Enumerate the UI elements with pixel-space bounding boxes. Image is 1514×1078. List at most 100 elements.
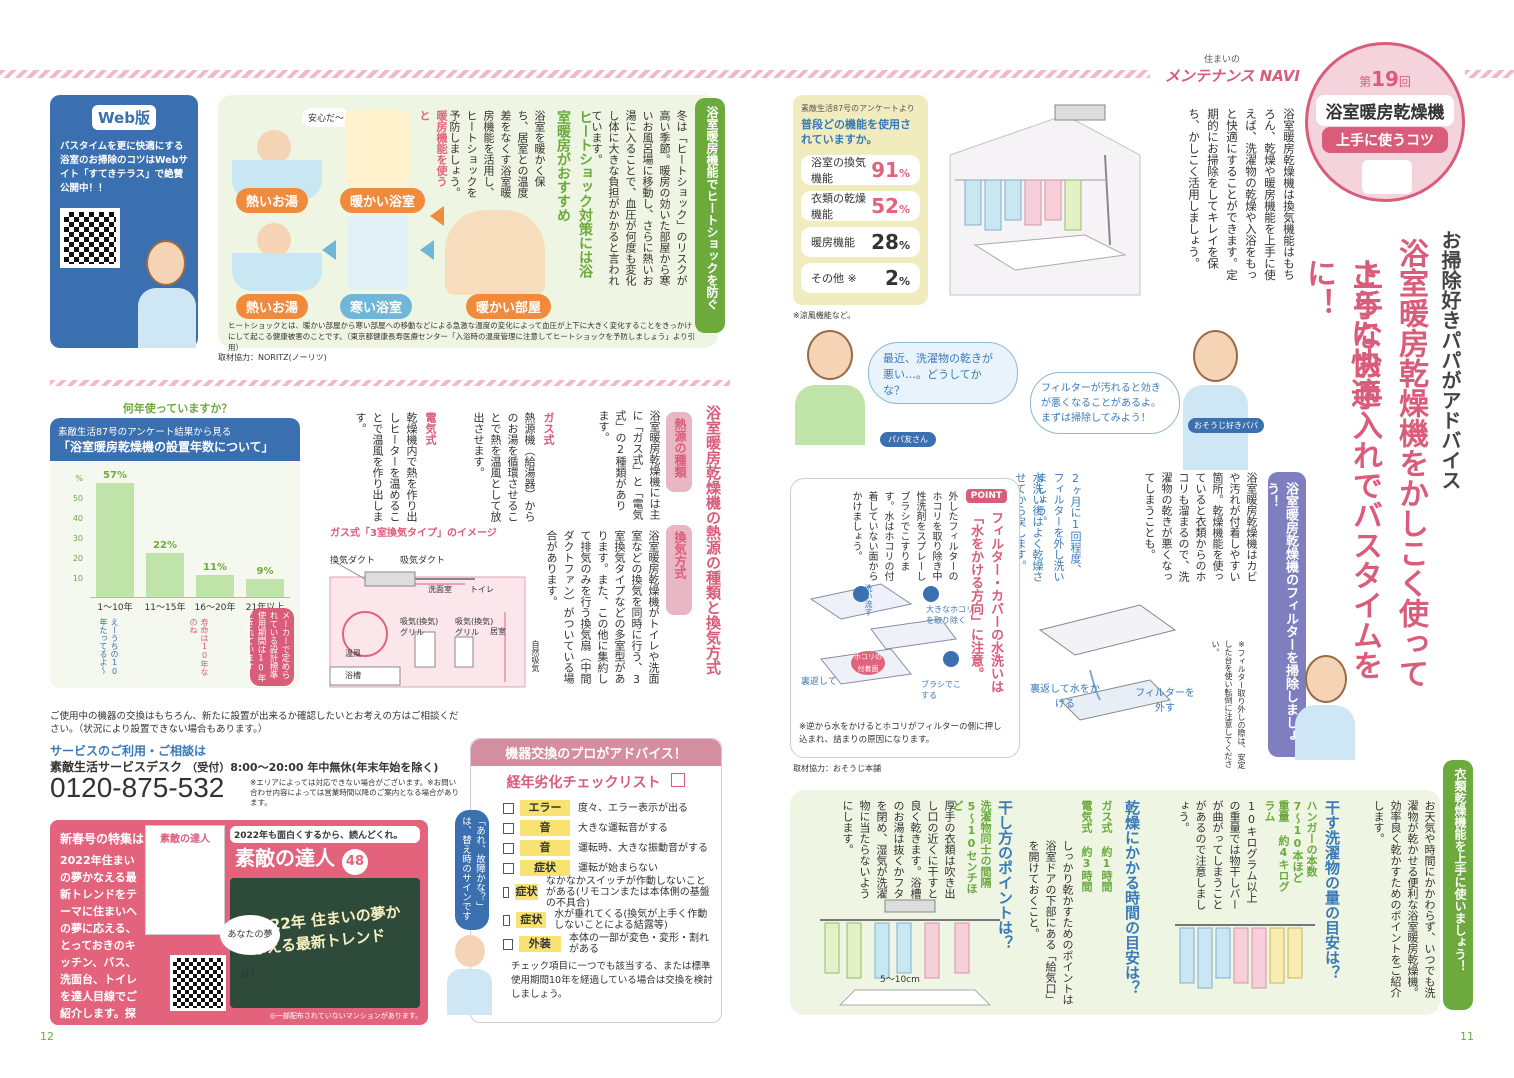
cold-bathroom-illustration: [348, 215, 408, 290]
checklist-item: 音運転時、大きな振動音がする: [503, 838, 713, 858]
chart-x-tick: 16〜20年: [194, 603, 236, 613]
pro-title: 機器交換のプロがアドバイス！: [471, 739, 721, 766]
filter-section-tab: 浴室暖房乾燥機のフィルターを掃除しましょう！: [1264, 472, 1306, 757]
gas-heading: ガス式: [542, 412, 555, 445]
survey-item-label: 浴室の換気機能: [811, 156, 866, 185]
checkbox[interactable]: [503, 886, 510, 898]
lead-big-1: 浴室暖房乾燥機をかしこく使って: [1393, 238, 1428, 688]
ad-series: 素敵の達人: [235, 846, 335, 870]
survey-item-value: 28%: [871, 230, 910, 254]
survey-note: ※涼風機能など。: [793, 311, 856, 320]
dust-side-badge: ホコリの付着面: [851, 651, 885, 675]
survey-source: 素敵生活87号のアンケートより: [801, 104, 915, 113]
checklist-item: エラー度々、エラー表示が出る: [503, 798, 713, 818]
section-divider: [50, 380, 730, 386]
hang-title: 干し方のポイントは？: [996, 800, 1014, 950]
point-box: POINT フィルター・カバーの水洗いは「水をかける方向」に注意。 外したフィル…: [790, 478, 1020, 758]
time-text: しっかり乾かすためのポイントは浴室ドアの下部にある「給気口」を開けておくこと。: [1027, 840, 1074, 1005]
survey-item-label: 衣類の乾燥機能: [811, 192, 866, 221]
diagram-bathtub: 浴槽: [345, 671, 361, 680]
checkbox[interactable]: [503, 862, 514, 874]
checklist-item: 外装本体の一部が変色・変形・割れがある: [503, 933, 713, 955]
hanging-clothes-illustration-2: [815, 895, 1005, 1010]
types-tab-heat-source: 熱源の種類: [666, 412, 692, 492]
lead-big-3: さらに快適に！: [1301, 258, 1380, 408]
checkbox[interactable]: [503, 842, 514, 854]
amount-bullet-2: 重量 約4キログラム: [1263, 800, 1290, 892]
papa-speech-bubble: フィルターが汚れると効きが悪くなることがあるよ。まずは掃除してみよう！: [1030, 372, 1180, 434]
ventilation-text: 浴室暖房乾燥機がトイレや洗面室などの換気を同時に行う、3室換気タイプなどの多室型…: [545, 530, 660, 686]
point-title: フィルター・カバーの水洗いは「水をかける方向」に注意。: [968, 511, 1003, 693]
survey-value-unit: %: [898, 203, 910, 216]
warm-room-illustration: [445, 210, 545, 295]
diagram-grill-2: 吸気(換気)グリル: [455, 617, 494, 637]
clothes-rack-icon: [1175, 924, 1315, 989]
ad-qr-code[interactable]: [170, 955, 226, 1011]
episode-number: 第19回: [1359, 67, 1411, 91]
checklist-footer: チェック項目に一つでも該当する、または標準使用期間10年を経過している場合は交換…: [511, 961, 713, 1000]
filter-bullet-1: 2ヶ月に1回程度、フィルターを外し洗いましょう。: [1035, 472, 1082, 582]
survey-value-unit: %: [898, 239, 910, 252]
checklist-text: 水が垂れてくる(換気が上手く作動しないことによる結露等): [554, 909, 708, 931]
bathroom-drying-illustration: [949, 104, 1141, 296]
episode-subtitle: 上手に使うコツ: [1322, 127, 1448, 153]
checkbox[interactable]: [503, 914, 511, 926]
chart-data-label: 22%: [153, 540, 177, 551]
bathroom-illustration: [945, 95, 1145, 305]
diagram-washroom: 洗面室: [428, 585, 452, 594]
filter-text: 浴室暖房乾燥機はカビや汚れが付着しやすい箇所。乾燥機能を使っていると衣類からのホ…: [1143, 472, 1258, 582]
drying-intro: お天気や時間にかかわらず、いつでも洗濯物が乾かせる便利な浴室暖房乾燥機。効率良く…: [1372, 800, 1436, 998]
label-cold-bathroom: 寒い浴室: [340, 294, 413, 319]
bath-hot-illustration: [232, 218, 322, 293]
checkbox[interactable]: [503, 802, 514, 814]
chart-bar: [96, 483, 134, 597]
chart-data-label: 57%: [103, 470, 127, 481]
ventilation-diagram-svg: [329, 561, 526, 688]
chart-data-label: 9%: [256, 566, 274, 577]
hang-measure-label: 5〜10cm: [880, 975, 920, 985]
checklist-title: 経年劣化チェックリスト: [506, 775, 661, 791]
types-text: 浴室暖房乾燥機には主に「ガス式」と「電気式」の2種類があります。: [597, 410, 661, 520]
survey-value-number: 2: [885, 266, 899, 290]
survey-value-number: 52: [871, 194, 899, 218]
service-hours: （受付）8:00〜20:00 年中無休(年末年始を除く): [186, 761, 439, 774]
diagram-title: ガス式「3室換気タイプ」のイメージ: [330, 528, 497, 539]
technician-illustration: [447, 935, 492, 1015]
arrow-left-orange-icon: [430, 206, 444, 226]
chart-y-tick: 20: [72, 554, 83, 563]
heat-shock-subtext: 浴室を暖かく保ち、居室との温度差をなくす浴室暖房機能を活用し、ヒートショックを予…: [448, 110, 546, 198]
types-title: 浴室暖房乾燥機の熱源の種類と換気方式: [704, 405, 722, 675]
hang-text: 厚手の衣類は吹き出し口の近くに干すと良く乾きます。浴槽のお湯は抜くかフタを閉め、…: [841, 800, 956, 899]
step-3-label: 洗い流す: [864, 584, 873, 616]
step-back-label: 裏返して: [801, 677, 837, 687]
lead-big-2: 上手なお手入れでバスタイムを: [1347, 260, 1382, 680]
bubble-a: えーうちの10年たってるよ〜: [99, 618, 119, 676]
checkbox[interactable]: [503, 938, 513, 950]
survey-item-value: 2%: [885, 266, 910, 290]
chart-y-tick: 50: [72, 494, 83, 503]
gas-text: 熱源機（給湯器）からのお湯を循環させることで熱を温風として放出させます。: [472, 412, 536, 522]
time-bullet-2: 電気式 約3時間: [1080, 800, 1093, 892]
years-source: 素敵生活87号のアンケート結果から見る: [58, 427, 232, 438]
chart-y-tick: %: [75, 474, 83, 483]
episode-topic: 浴室暖房乾燥機: [1316, 95, 1454, 126]
checklist-text: 大きな運転音がする: [578, 822, 668, 834]
service-phone-link[interactable]: 0120-875-532: [50, 772, 225, 803]
consult-text: ご使用中の機器の交換はもちろん、新たに設置が出来るか確認したいとお考えの方はご相…: [50, 711, 459, 735]
checkbox[interactable]: [503, 822, 514, 834]
header-zigzag-left: [0, 70, 1150, 78]
checklist-item: 症状水が垂れてくる(換気が上手く作動しないことによる結露等): [503, 906, 713, 934]
web-qr-code[interactable]: [60, 208, 120, 268]
survey-value-unit: %: [898, 275, 910, 288]
friend-speech-bubble: 最近、洗濯物の乾きが悪い…。どうしてかな？: [868, 342, 1018, 404]
checklist-item: 症状運転が始まらない: [503, 858, 713, 878]
checklist-tag: 音: [520, 820, 570, 836]
heat-shock-note: ヒートショックとは、暖かい部屋から寒い部屋への移動などによる急激な温度の変化によ…: [228, 321, 696, 352]
types-tab-ventilation: 換気方式: [666, 525, 692, 615]
dryer-clothes-icon: [820, 899, 1000, 1006]
warm-bathroom-illustration: [345, 110, 410, 185]
web-badge: Web版: [92, 105, 156, 130]
diagram-grill-1: 吸気(換気)グリル: [400, 617, 439, 637]
